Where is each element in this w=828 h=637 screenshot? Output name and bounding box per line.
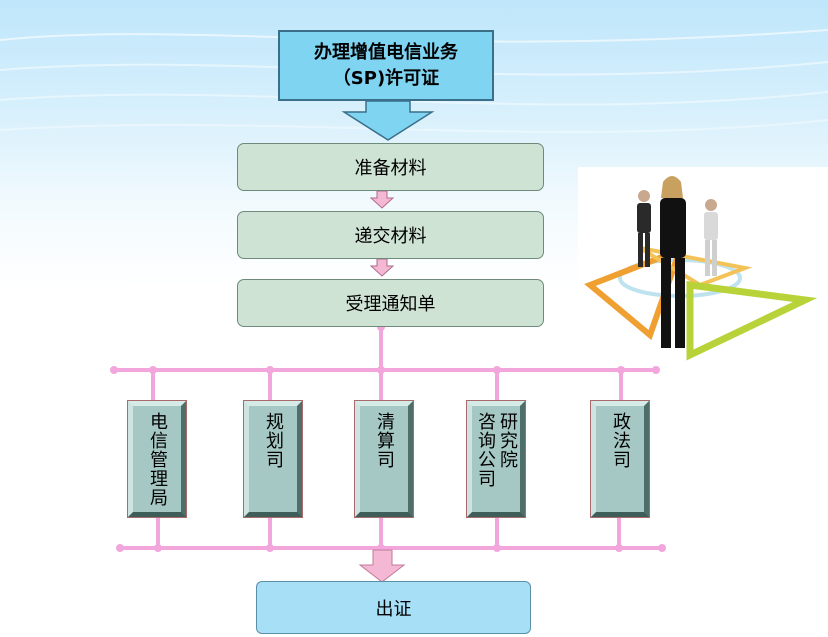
dept-planning: 规划司 [243, 400, 303, 518]
step-prepare-materials: 准备材料 [237, 143, 544, 191]
step-acceptance-notice: 受理通知单 [237, 279, 544, 327]
dept-consulting: 研究院 咨询公司 [466, 400, 526, 518]
title-line-2: （SP)许可证 [332, 67, 440, 89]
dept-label: 规划司 [263, 412, 284, 469]
step-submit-materials: 递交材料 [237, 211, 544, 259]
dept-label: 清算司 [374, 412, 395, 469]
title-box: 办理增值电信业务 （SP)许可证 [278, 30, 494, 101]
title-line-1: 办理增值电信业务 [314, 41, 458, 63]
dept-label: 电信管理局 [147, 412, 168, 507]
business-people-illustration [578, 167, 828, 362]
dept-telecom-bureau: 电信管理局 [127, 400, 187, 518]
dept-label-col-1: 研究院 [497, 412, 518, 469]
dept-legal: 政法司 [590, 400, 650, 518]
down-arrow-small-2 [369, 258, 395, 277]
down-arrow-small-1 [369, 190, 395, 209]
final-issue-license: 出证 [256, 581, 531, 634]
down-arrow-blue [341, 100, 435, 141]
dept-settlement: 清算司 [354, 400, 414, 518]
dept-label-col-2: 咨询公司 [475, 412, 496, 488]
down-arrow-pink [358, 549, 406, 583]
dept-label: 政法司 [610, 412, 631, 469]
